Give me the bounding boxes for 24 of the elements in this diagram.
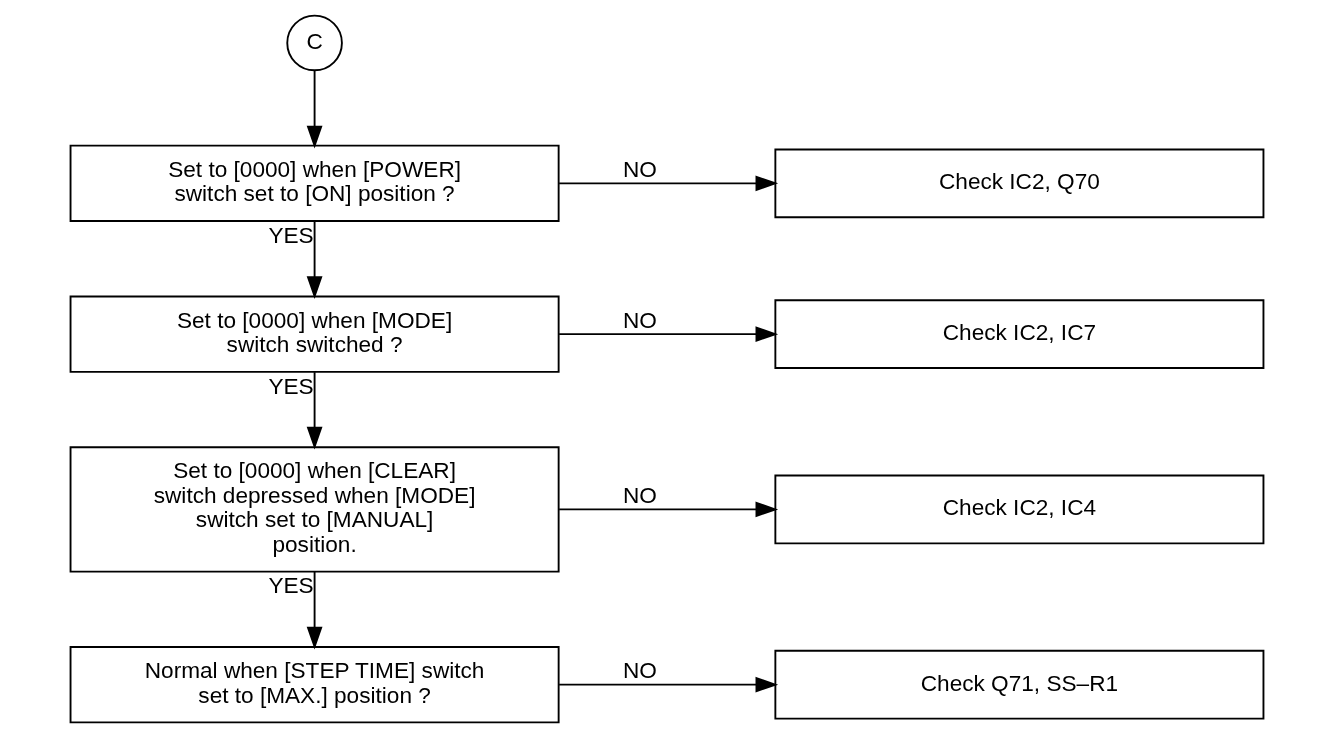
edge-label: NO [622,156,657,182]
edge-label: YES [268,573,314,599]
node-box: Normal when [STEP TIME] switch set to [MAX.] position ? [69,646,560,724]
node-box: Check IC2, IC7 [774,299,1265,369]
node-box: Set to [0000] when [CLEAR] switch depressed when [MODE] switch set to [MANUAL] position. [69,446,560,573]
node-box: Check Q71, SS–R1 [774,649,1265,720]
node-box: Set to [0000] when [MODE] switch switched ? [69,295,560,373]
edge-label: NO [622,307,657,333]
edge-label: NO [622,482,657,508]
arrow [558,501,779,518]
arrow [306,69,323,149]
arrow [558,676,779,693]
node-box: Check IC2, Q70 [774,148,1265,219]
node-box: Check IC2, IC4 [774,474,1265,545]
node-box: Set to [0000] when [POWER] switch set to [ON] position ? [69,144,560,222]
arrow [558,326,779,343]
edge-label: NO [622,658,657,684]
arrow [306,570,323,650]
edge-label: YES [268,373,314,399]
node-circle: C [286,14,343,72]
edge-label: YES [268,222,314,248]
arrow [558,175,779,192]
arrow [306,220,323,299]
arrow [306,371,323,450]
